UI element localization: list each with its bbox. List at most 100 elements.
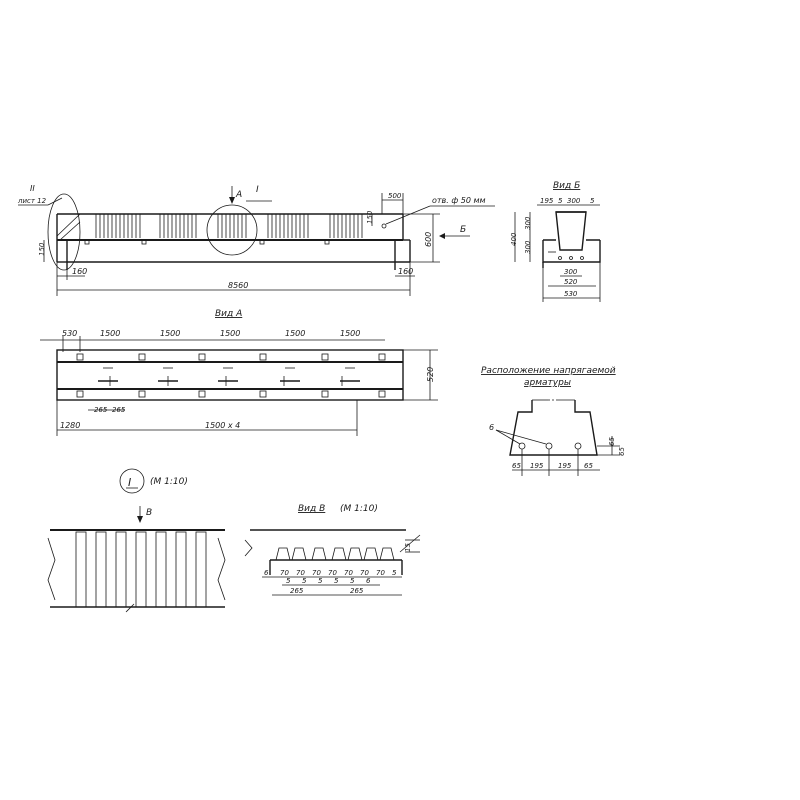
node-one-scale: (М 1:10) [150, 477, 188, 487]
view-v-dim-15: 15 [404, 543, 412, 552]
view-v-dim-265b: 265 [350, 587, 364, 595]
embed-square [76, 390, 84, 398]
tooth-profile [291, 547, 307, 561]
dim-530-bottom: 530 [564, 290, 578, 298]
dim-5a: 5 [558, 197, 563, 205]
arrow-a-label: А [235, 190, 242, 200]
tooth-profile [275, 547, 291, 561]
dim-160-right: 160 [398, 267, 413, 276]
view-v-lower-dim: 5 [302, 577, 307, 585]
dim-1500-4: 1500 [285, 329, 305, 338]
view-b: Вид Б 195 5 300 5 300 300 400 300 520 53… [510, 181, 601, 302]
embed-square [378, 390, 386, 398]
view-v-lower-dim: 5 [286, 577, 291, 585]
dim-195: 195 [540, 197, 554, 205]
rebar-layout: Расположение напрягаемой арматуры 6 65 1… [481, 366, 626, 476]
dim-400: 400 [510, 232, 518, 246]
dim-1500-1: 1500 [100, 329, 120, 338]
dim-265a: 265 [94, 406, 108, 414]
note-top: II [30, 184, 35, 193]
view-v-upper-dim: 6 [264, 569, 269, 577]
dim-1500x4: 1500 х 4 [205, 421, 240, 430]
view-v-lower-dim: 5 [318, 577, 323, 585]
tooth-profile [331, 547, 347, 561]
rebar-leader-num: 6 [489, 423, 494, 432]
rebar-dim-65-right-a: 65 [608, 437, 616, 446]
dim-160-left: 160 [72, 267, 87, 276]
dim-5b: 5 [590, 197, 595, 205]
dim-8560: 8560 [228, 281, 248, 290]
view-v-lower-dim: 5 [334, 577, 339, 585]
dim-1500-2: 1500 [160, 329, 180, 338]
embed-square [138, 390, 146, 398]
dim-265b: 265 [112, 406, 126, 414]
rebar-dim-65b: 65 [584, 462, 593, 470]
view-v-upper-dim: 70 [280, 569, 289, 577]
embed-square [198, 390, 206, 398]
tooth-profile [363, 547, 379, 561]
embed-square [198, 353, 206, 361]
rib-rect [75, 531, 87, 608]
view-v-upper-dim: 70 [328, 569, 337, 577]
dim-600: 600 [424, 232, 433, 247]
rib-rect [195, 531, 207, 608]
dim-300-left-bottom: 300 [524, 240, 532, 254]
view-v-upper-dim: 70 [360, 569, 369, 577]
view-v-lower-dim: 6 [366, 577, 371, 585]
view-v-upper-dim: 70 [296, 569, 305, 577]
dim-520: 520 [426, 367, 435, 382]
embed-square [138, 353, 146, 361]
arrow-b-label: Б [460, 225, 466, 235]
tooth-profile [311, 547, 327, 561]
view-v-upper-dim: 70 [376, 569, 385, 577]
node-one-label: I [128, 476, 131, 489]
rebar-dim-195b: 195 [558, 462, 572, 470]
dim-520-bottom: 520 [564, 278, 578, 286]
rib-rect [95, 531, 107, 608]
view-v-lower-dim: 5 [350, 577, 355, 585]
dim-300: 300 [567, 197, 581, 205]
view-v-scale: (М 1:10) [340, 504, 378, 514]
view-a: Вид А 530 1500 1500 1500 1500 1500 520 2… [40, 309, 438, 436]
dim-150-side: 150 [366, 210, 374, 224]
view-v-upper-dim: 70 [312, 569, 321, 577]
rebar-dim-65a: 65 [512, 462, 521, 470]
note-sheet: лист 12 [17, 197, 47, 205]
view-v-upper-dim: 70 [344, 569, 353, 577]
dim-1500-3: 1500 [220, 329, 240, 338]
view-a-marks [76, 353, 386, 398]
node-one-ribs [75, 531, 207, 608]
rebar-title-1: Расположение напрягаемой [481, 366, 616, 376]
dim-530: 530 [62, 329, 77, 338]
detail-ii-ellipse [47, 193, 81, 271]
dim-1500-5: 1500 [340, 329, 360, 338]
node-one: I (М 1:10) В [47, 468, 226, 613]
dim-500-top: 500 [388, 192, 402, 200]
dim-150-left: 150 [38, 242, 46, 256]
embed-square [378, 353, 386, 361]
dim-300-left-top: 300 [524, 216, 532, 230]
embed-square [76, 353, 84, 361]
view-a-title: Вид А [215, 309, 242, 319]
embed-square [321, 353, 329, 361]
rib-rect [175, 531, 187, 608]
view-v-title: Вид В [298, 504, 325, 514]
node-one-circle [119, 468, 145, 494]
node-ref-label: I [256, 185, 259, 195]
rebar-title-2: арматуры [524, 378, 571, 388]
arrow-v-label: В [146, 508, 152, 518]
view-v-dim-265a: 265 [290, 587, 304, 595]
dim-300-bottom: 300 [564, 268, 578, 276]
rebar-dim-195a: 195 [530, 462, 544, 470]
tooth-profile [347, 547, 363, 561]
embed-square [259, 353, 267, 361]
tooth-profile [379, 547, 395, 561]
rib-rect [135, 531, 147, 608]
rib-rect [115, 531, 127, 608]
main-elevation: II лист 12 А I 500 [17, 184, 495, 296]
rib-rect [155, 531, 167, 608]
dim-1280: 1280 [60, 421, 80, 430]
